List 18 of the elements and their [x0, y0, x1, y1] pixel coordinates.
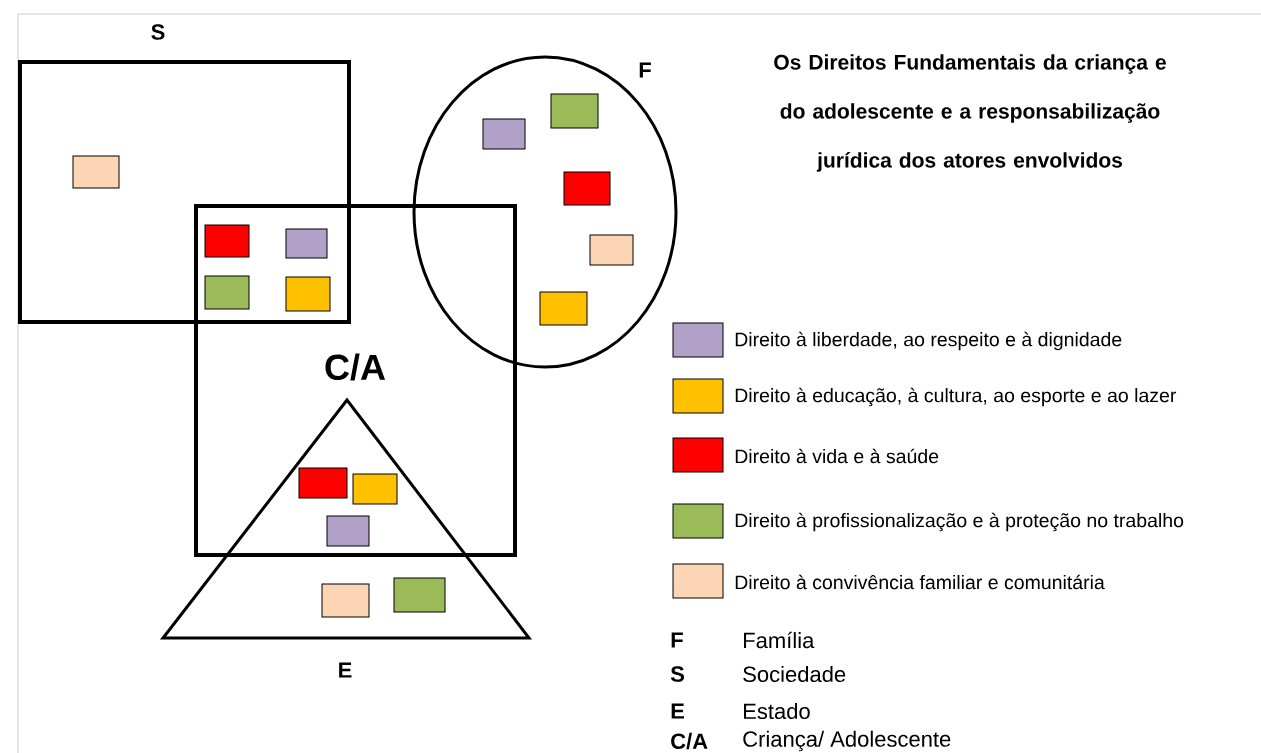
- title: Os Direitos Fundamentais da criança e do adolescente e a responsabilização jurídica dos atores envolvidos: [774, 54, 1166, 172]
- region-label: S: [151, 24, 165, 40]
- legend-label: Direito à convivência familiar e comunitária: [735, 574, 1105, 590]
- key-meaning: Criança/ Adolescente: [743, 730, 951, 752]
- key-meaning: Família: [744, 631, 815, 649]
- legend-label: Direito à profissionalização e à proteção no trabalho: [735, 512, 1184, 532]
- key-abbreviation: E: [671, 703, 685, 719]
- key-abbreviation: S: [670, 666, 685, 682]
- key-abbreviation: F: [671, 632, 683, 648]
- legend-label: Direito à liberdade, ao respeito e à dignidade: [735, 331, 1122, 351]
- region-label: C/A: [325, 353, 386, 381]
- legend-label: Direito à vida e à saúde: [735, 448, 939, 464]
- key-abbreviation: C/A: [671, 732, 708, 750]
- legend-label: Direito à educação, à cultura, ao esporte e ao lazer: [735, 387, 1177, 407]
- key-meaning: Sociedade: [743, 665, 846, 683]
- region-label: F: [639, 62, 651, 78]
- key-meaning: Estado: [744, 702, 810, 720]
- region-label: E: [339, 662, 352, 678]
